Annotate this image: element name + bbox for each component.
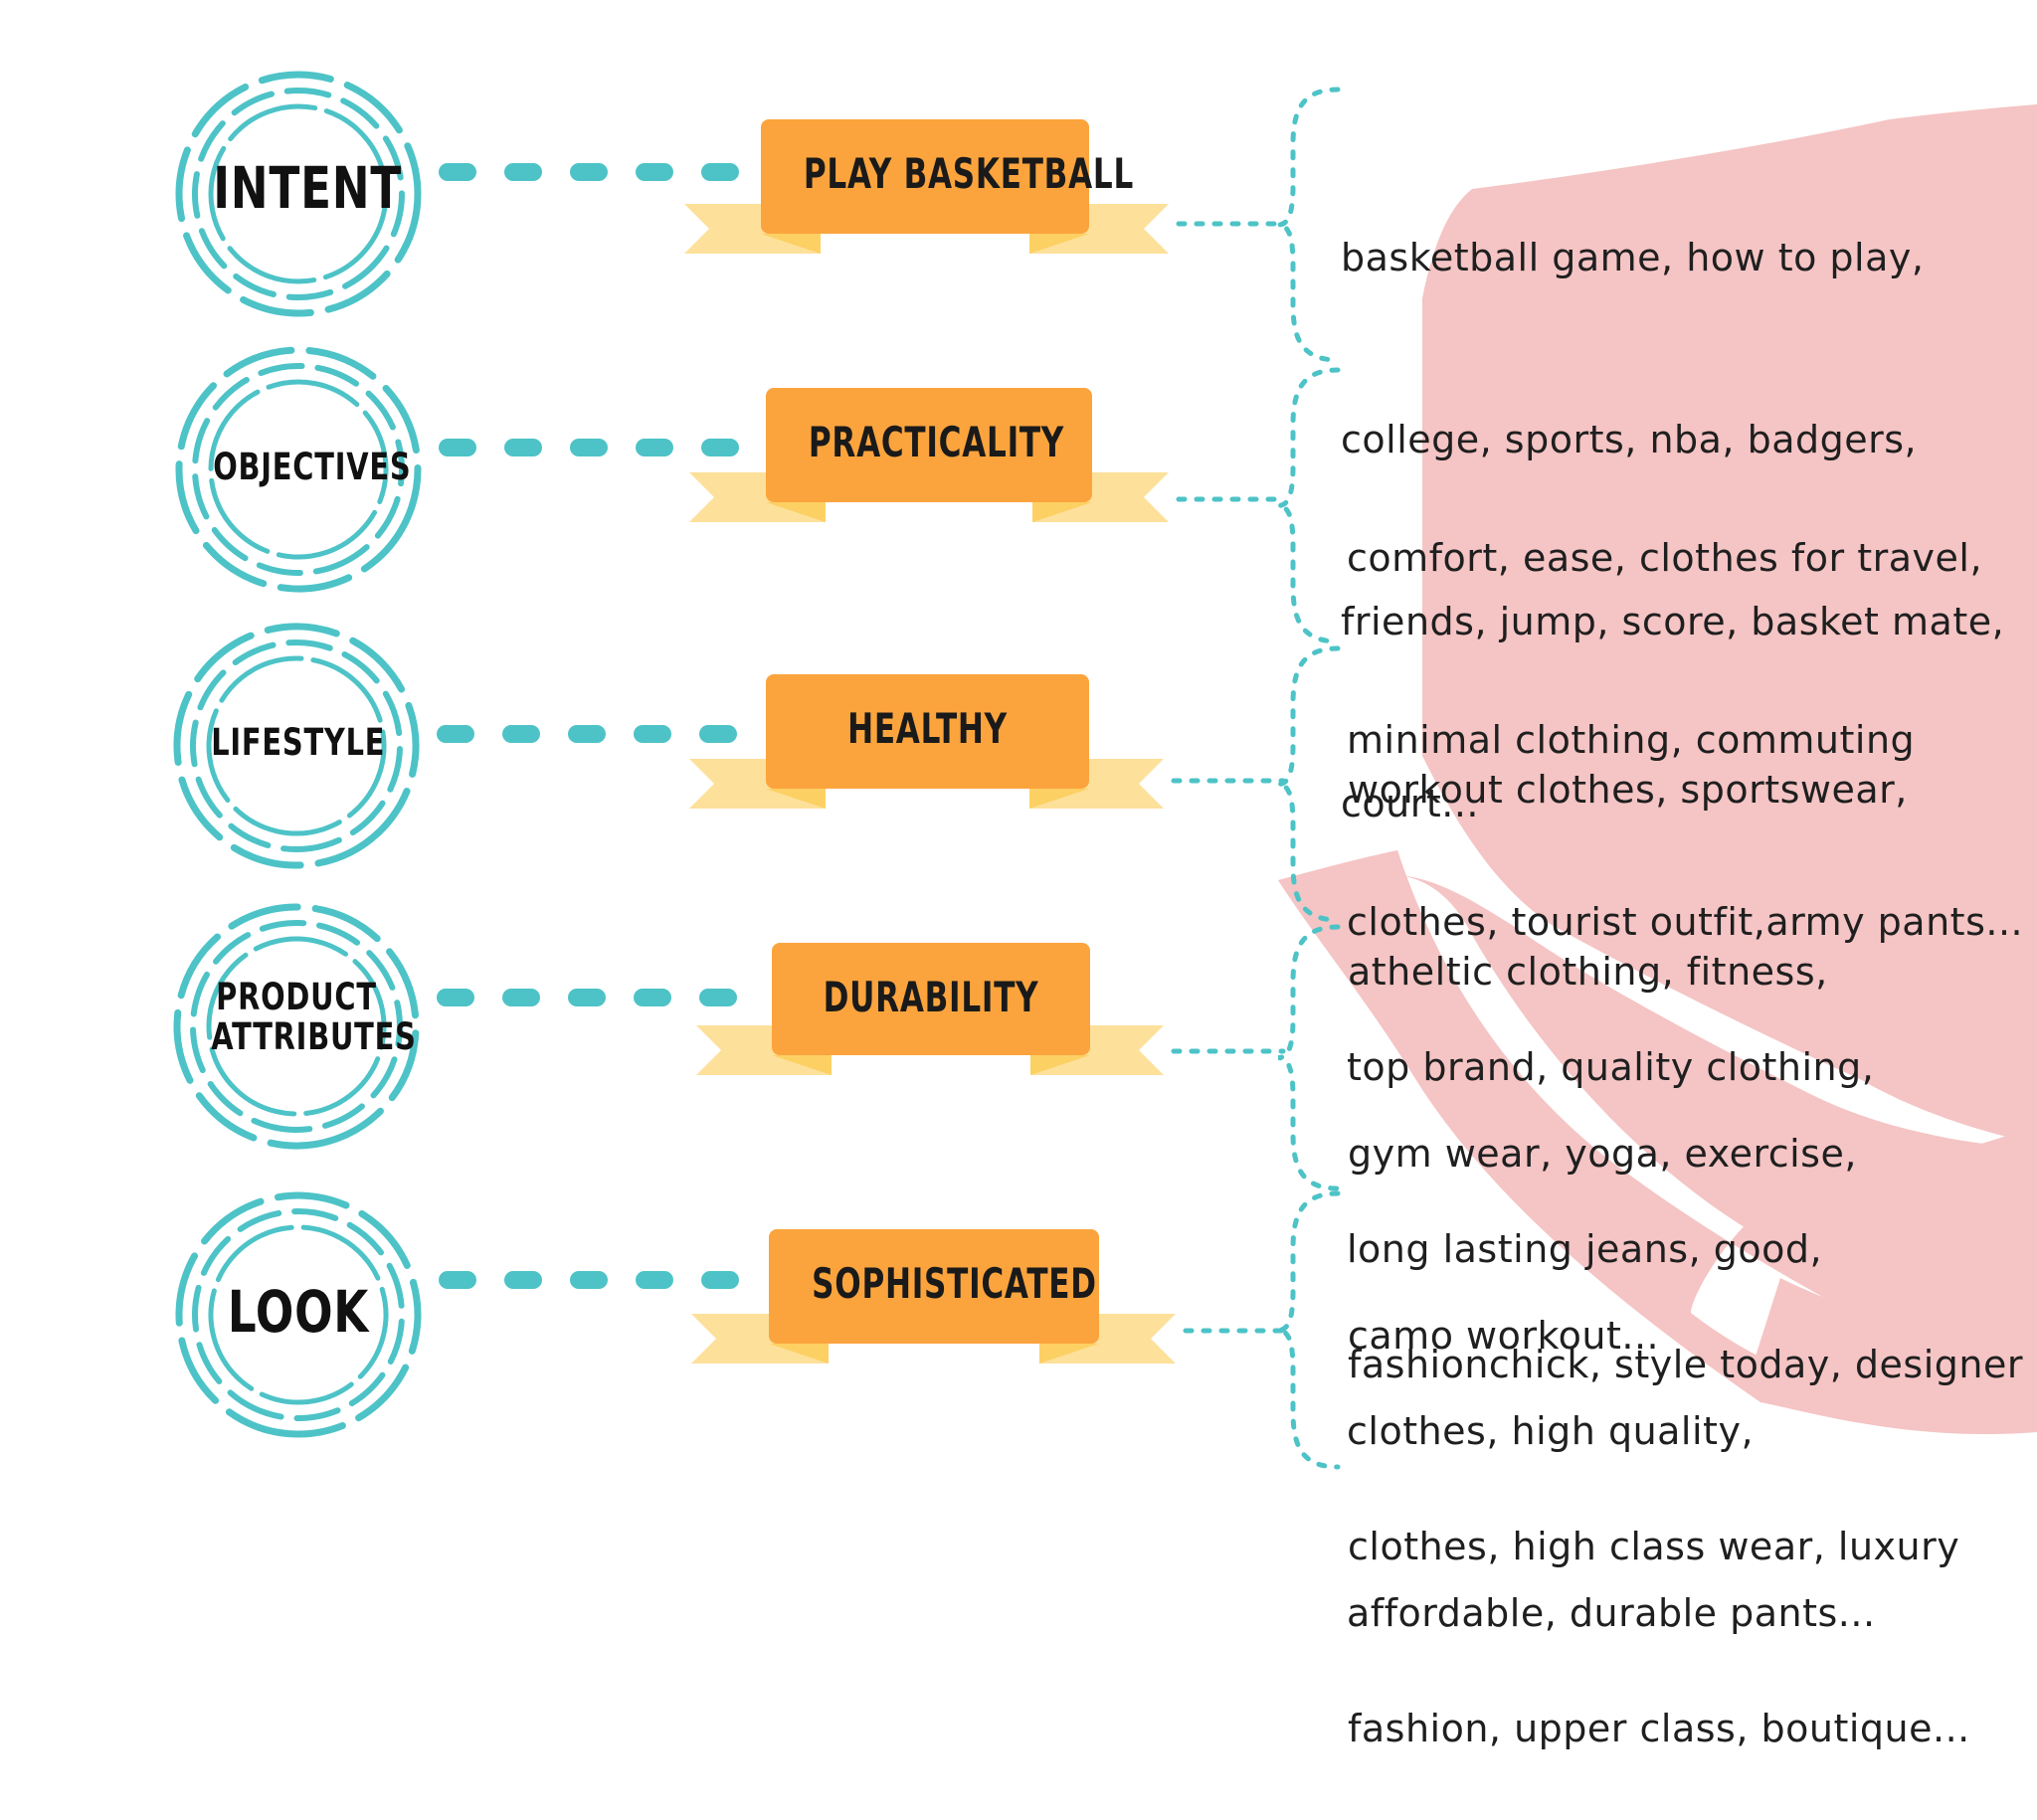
banner-box: [769, 1229, 1099, 1344]
keyword-line: camo workout...: [1348, 1314, 1660, 1358]
ribbon-fold-left: [761, 234, 821, 254]
blob-right-fill: [1392, 875, 2037, 1338]
circle-label-line: ATTRIBUTES: [211, 1014, 417, 1058]
inner-ring: [208, 379, 389, 560]
ribbon-fold-right: [1032, 502, 1092, 522]
curly-brace: [1277, 87, 1341, 363]
category-circles: [173, 71, 422, 1438]
ribbon-fold-right: [1029, 234, 1089, 254]
keyword-line: comfort, ease, clothes for travel,: [1347, 536, 1983, 580]
banner-label-play-basketball: PLAY BASKETBALL: [803, 149, 1134, 198]
middle-ring: [190, 639, 403, 852]
ribbon-fold-left: [766, 502, 826, 522]
keyword-line: clothes, high quality,: [1347, 1409, 1755, 1453]
keyword-line: fashion, upper class, boutique...: [1348, 1707, 1970, 1750]
circle-label-line: OBJECTIVES: [213, 446, 412, 488]
inner-ring: [208, 103, 389, 284]
banner-label-healthy: HEALTHY: [847, 704, 1008, 753]
circle-rings: [173, 903, 420, 1150]
outer-ring: [175, 1191, 422, 1438]
circle-label-line: LOOK: [227, 1278, 370, 1346]
curly-brace: [1277, 645, 1341, 923]
circle-label-lifestyle: LIFESTYLE: [211, 721, 386, 764]
circle-rings: [175, 346, 422, 593]
banner-box: [766, 388, 1092, 502]
ribbon-fold-right: [1029, 789, 1089, 809]
banner-box: [761, 119, 1089, 234]
keyword-line: college, sports, nba, badgers,: [1341, 418, 1918, 461]
middle-ring: [192, 88, 405, 300]
circle-label-product-attributes: PRODUCT ATTRIBUTES: [211, 976, 417, 1058]
inner-ring: [206, 936, 387, 1117]
circle-rings: [175, 71, 422, 317]
keyword-list-objectives: comfort, ease, clothes for travel, minim…: [1347, 407, 2023, 1013]
keyword-line: fashionchick, style today, designer: [1348, 1343, 2023, 1386]
banner-label-practicality: PRACTICALITY: [808, 418, 1065, 466]
keyword-line: workout clothes, sportswear,: [1348, 768, 1908, 812]
middle-ring: [192, 363, 405, 576]
keyword-line: clothes, high class wear, luxury: [1348, 1525, 1960, 1568]
keyword-line: top brand, quality clothing,: [1347, 1045, 1875, 1089]
blob-upper-lobe: [1422, 104, 2037, 1144]
keyword-line: atheltic clothing, fitness,: [1348, 950, 1828, 994]
circle-label-look: LOOK: [213, 1281, 384, 1344]
banners: [684, 119, 1176, 1364]
outer-ring: [175, 346, 422, 593]
outer-ring: [173, 903, 420, 1150]
curly-brace: [1277, 367, 1341, 644]
circle-label-objectives: OBJECTIVES: [213, 446, 412, 488]
banner-box: [772, 943, 1090, 1055]
braces: [1277, 87, 1341, 1470]
keyword-list-look: fashionchick, style today, designer clot…: [1348, 1213, 2023, 1820]
inner-ring: [208, 1224, 389, 1405]
circle-label-line: INTENT: [213, 154, 403, 222]
banner-box: [766, 674, 1089, 789]
blob-bottom-fill: [1746, 1278, 2037, 1422]
keyword-line: minimal clothing, commuting: [1347, 718, 1916, 762]
keyword-line: long lasting jeans, good,: [1347, 1227, 1823, 1271]
banner-label-durability: DURABILITY: [823, 973, 1039, 1021]
diagram-canvas: [173, 71, 2037, 1470]
outer-ring: [173, 623, 420, 869]
circle-label-line: LIFESTYLE: [211, 721, 386, 764]
keyword-line: gym wear, yoga, exercise,: [1348, 1132, 1857, 1176]
inner-ring: [206, 655, 387, 836]
keyword-list-lifestyle: workout clothes, sportswear, atheltic cl…: [1348, 638, 1908, 1427]
ribbon-fold-left: [772, 1055, 832, 1075]
keyword-line: basketball game, how to play,: [1341, 236, 1925, 279]
outer-ring: [175, 71, 422, 317]
keyword-line: friends, jump, score, basket mate,: [1341, 600, 2005, 643]
keyword-line: clothes, tourist outfit,army pants...: [1347, 900, 2024, 944]
middle-ring: [192, 1208, 405, 1421]
curly-brace: [1277, 1190, 1341, 1470]
circle-label-intent: INTENT: [213, 154, 403, 222]
circle-label-line: PRODUCT: [216, 976, 377, 1018]
ribbon-fold-left: [769, 1344, 829, 1364]
curly-brace: [1277, 924, 1341, 1191]
banner-label-sophisticated: SOPHISTICATED: [812, 1259, 1097, 1308]
ribbon-fold-right: [1039, 1344, 1099, 1364]
keyword-list-intent: basketball game, how to play, college, s…: [1341, 106, 2004, 895]
background-blob: [1278, 104, 2037, 1435]
blob-lower-lobe: [1278, 850, 2037, 1435]
keyword-line: court...: [1341, 782, 1479, 825]
circle-rings: [173, 623, 420, 869]
connectors: [437, 163, 1286, 1334]
ribbon-fold-left: [766, 789, 826, 809]
middle-ring: [190, 920, 403, 1133]
circle-rings: [175, 1191, 422, 1438]
ribbon-fold-right: [1030, 1055, 1090, 1075]
